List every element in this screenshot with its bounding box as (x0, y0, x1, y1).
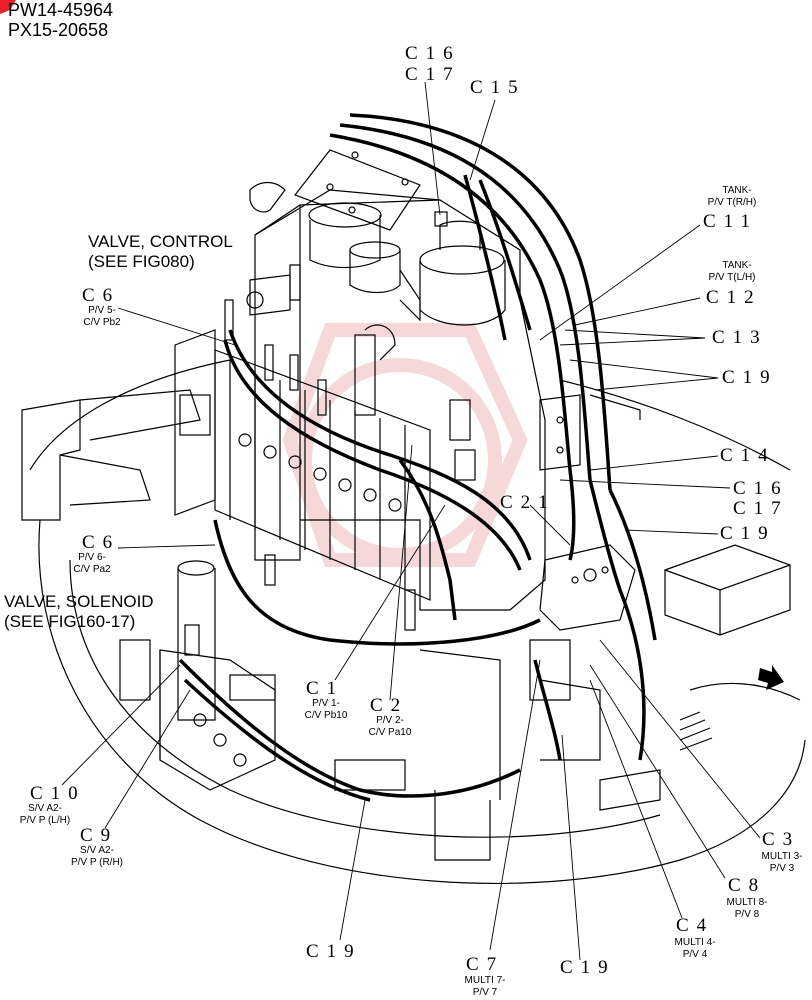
corner-marker-icon (0, 0, 16, 14)
label-c8: C8 (728, 875, 767, 896)
label-c2: C2 (370, 695, 409, 716)
label-tank-lh-1: TANK- (722, 260, 752, 271)
label-c6-mid-sub-1: P/V 6- (78, 552, 106, 563)
turntable-frame (38, 519, 806, 884)
label-c19-right-1: C19 (722, 367, 778, 388)
label-c6-mid: C6 (82, 532, 121, 553)
label-c7-sub-1: MULTI 7- (464, 975, 506, 986)
label-c16-mid: C16 (733, 478, 789, 499)
label-c4-sub-2: P/V 4 (682, 949, 708, 960)
label-tank-lh-2: P/V T(L/H) (708, 272, 756, 283)
label-c9: C9 (80, 825, 119, 846)
label-c19-bottom-center: C19 (560, 957, 616, 978)
label-tank-rh-1: TANK- (722, 185, 752, 196)
label-c6-top: C6 (82, 285, 121, 306)
label-c1-sub-2: C/V Pb10 (304, 710, 348, 721)
label-c13: C13 (712, 327, 768, 348)
callout-valve-solenoid-ref: (SEE FIG160-17) (4, 612, 136, 631)
valve-block-right (539, 394, 581, 471)
label-c8-sub-1: MULTI 8- (726, 897, 768, 908)
label-c17-mid: C17 (733, 498, 789, 519)
label-c10-sub-1: S/V A2- (28, 803, 62, 814)
label-c19-right-2: C19 (720, 523, 776, 544)
label-c3-sub-2: P/V 3 (769, 863, 795, 874)
label-c12: C12 (706, 287, 762, 308)
label-c11: C11 (703, 211, 758, 232)
hose-bundle (178, 113, 657, 802)
label-c15: C15 (470, 77, 526, 98)
turntable-inner (69, 559, 661, 838)
label-c4: C4 (676, 915, 715, 936)
serial-number-1: PW14-45964 (8, 0, 114, 20)
callout-valve-solenoid-title: VALVE, SOLENOID (4, 592, 154, 611)
label-c2-sub-1: P/V 2- (376, 715, 404, 726)
label-c6-top-sub-1: P/V 5- (88, 305, 116, 316)
label-c3-sub-1: MULTI 3- (761, 851, 803, 862)
label-c14: C14 (720, 445, 776, 466)
label-c2-sub-2: C/V Pa10 (368, 727, 412, 738)
label-c16-top: C16 (405, 43, 461, 64)
tank-breather (349, 250, 401, 294)
label-c10-sub-2: P/V P (L/H) (19, 815, 71, 826)
label-c9-sub-2: P/V P (R/H) (70, 857, 124, 868)
leader-lines (61, 81, 761, 961)
label-c6-top-sub-2: C/V Pb2 (83, 317, 121, 328)
label-c4-sub-1: MULTI 4- (674, 937, 716, 948)
hydraulic-tank (254, 189, 546, 611)
label-c6-mid-sub-2: C/V Pa2 (73, 564, 111, 575)
label-c7: C7 (466, 954, 505, 975)
label-c8-sub-2: P/V 8 (734, 909, 760, 920)
return-filter (419, 260, 506, 326)
label-tank-rh-2: P/V T(R/H) (707, 197, 757, 208)
label-c1: C1 (306, 678, 345, 699)
left-bracket (21, 399, 81, 521)
solenoid-valve-block (119, 624, 276, 791)
label-c3: C3 (762, 829, 801, 850)
label-c21: C21 (500, 492, 556, 513)
accumulator-cylinder (177, 568, 216, 721)
label-c9-sub-1: S/V A2- (80, 845, 114, 856)
label-c7-sub-2: P/V 7 (472, 987, 498, 998)
label-c19-bottom-left: C19 (306, 941, 362, 962)
tank-cover-plate (294, 149, 421, 231)
right-cover-block (664, 544, 791, 636)
callout-valve-control-title: VALVE, CONTROL (88, 232, 233, 251)
direction-arrow-icon (758, 665, 784, 690)
multi-control-valve (539, 544, 636, 631)
label-c17-top: C17 (405, 64, 461, 85)
label-c1-sub-1: P/V 1- (312, 698, 340, 709)
callout-valve-control-ref: (SEE FIG080) (88, 252, 195, 271)
serial-number-2: PX15-20658 (8, 20, 109, 40)
label-c10: C10 (30, 783, 86, 804)
